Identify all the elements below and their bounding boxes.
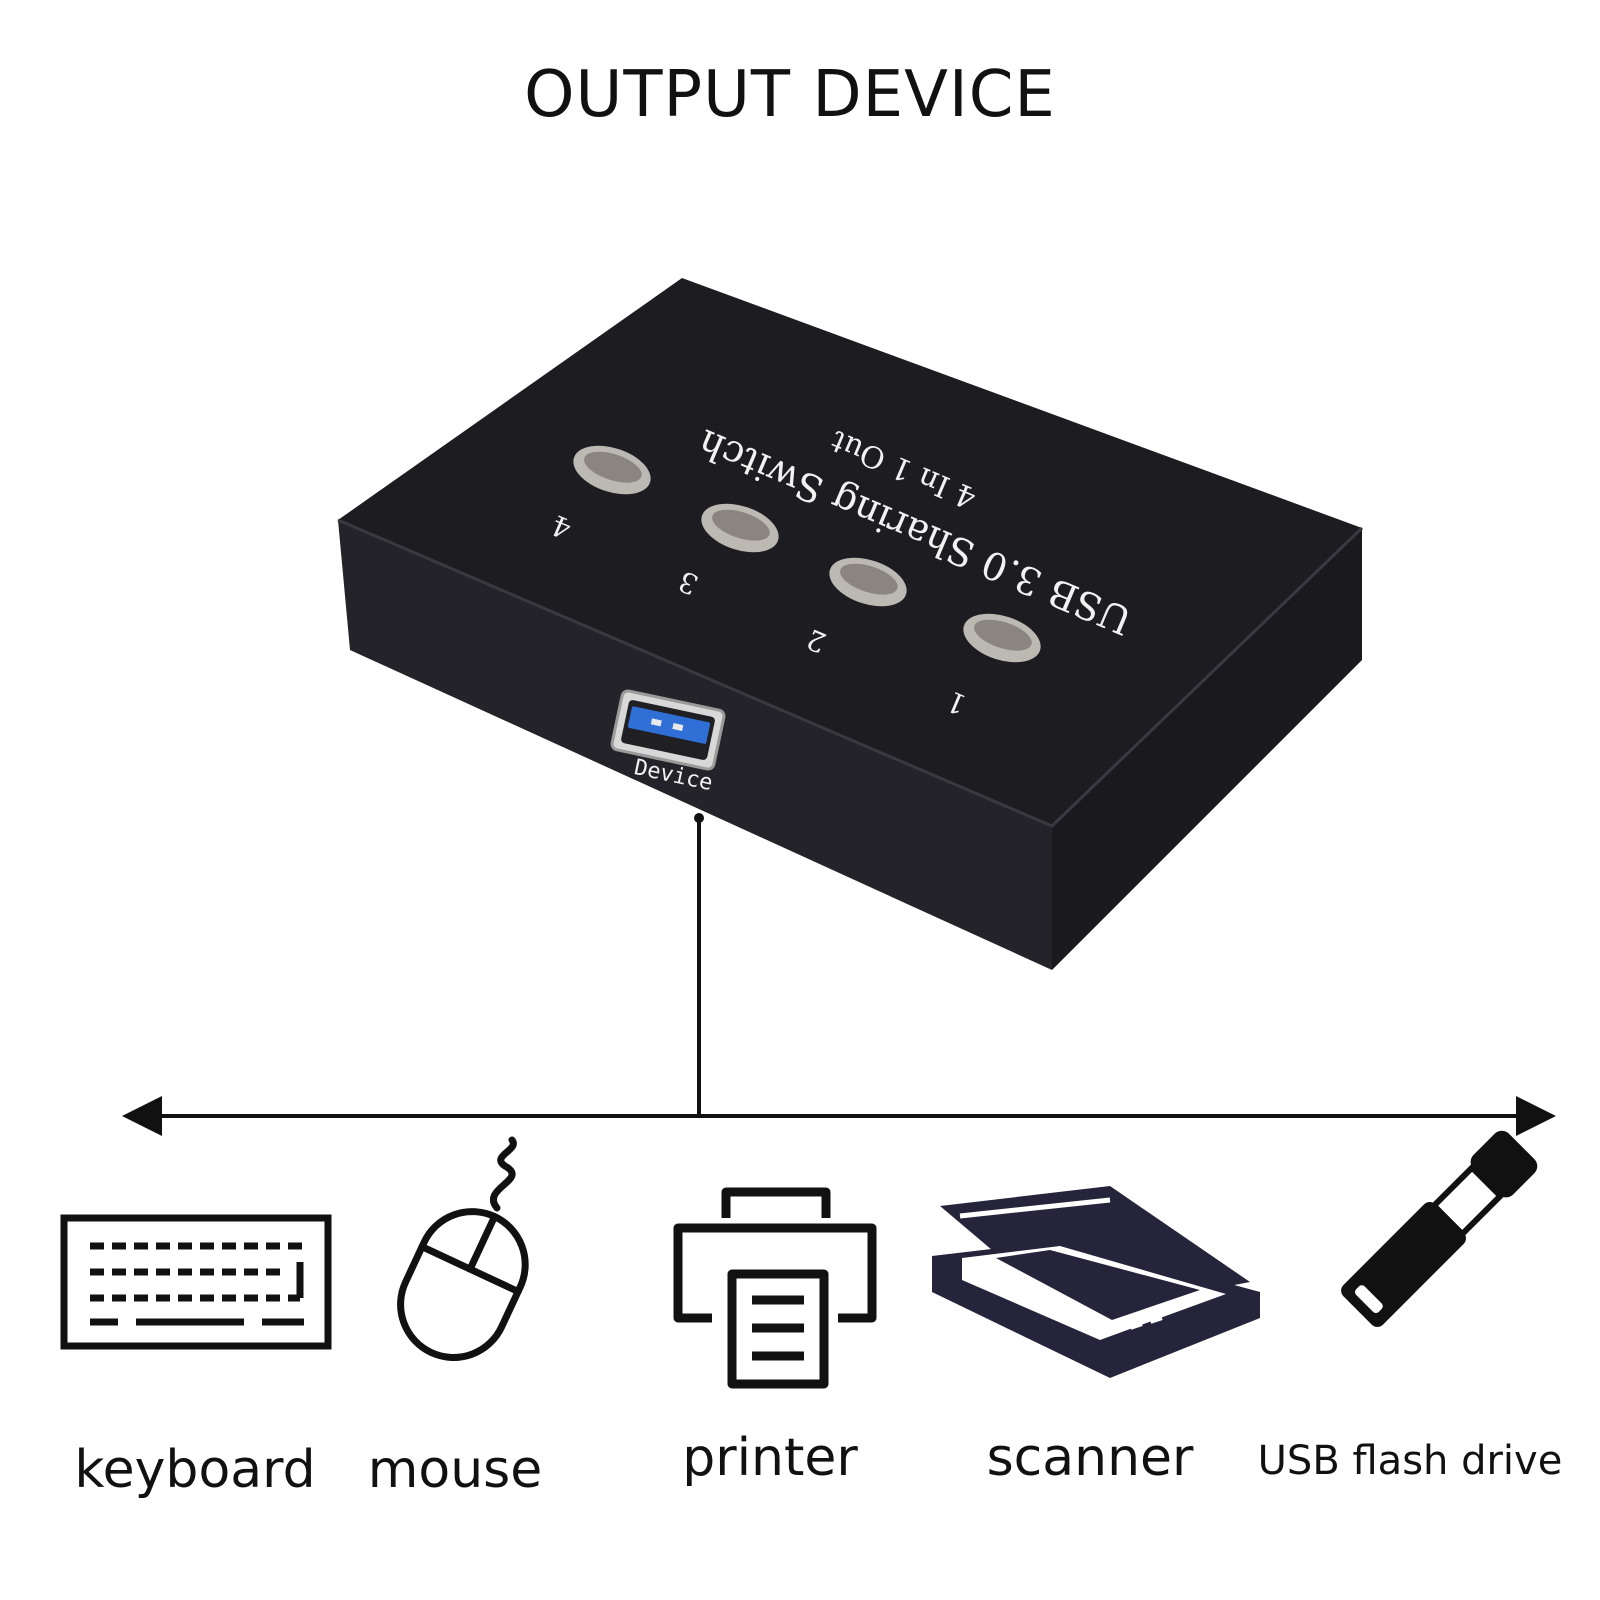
usb-device-port bbox=[610, 689, 726, 771]
usb-flash-drive-icon bbox=[1341, 1130, 1538, 1327]
switch-button-2[interactable]: 2 bbox=[802, 549, 913, 660]
keyboard-icon bbox=[60, 1214, 332, 1350]
device-label-scanner: scanner bbox=[986, 1428, 1194, 1488]
device-label-keyboard: keyboard bbox=[74, 1440, 316, 1500]
connection-lines bbox=[122, 813, 1556, 1136]
device-label-mouse: mouse bbox=[367, 1440, 543, 1500]
scanner-icon bbox=[932, 1186, 1260, 1378]
page-title: OUTPUT DEVICE bbox=[524, 58, 1056, 132]
device-label-printer: printer bbox=[682, 1428, 858, 1488]
switch-side-face bbox=[1052, 528, 1362, 970]
arrow-left-icon bbox=[122, 1096, 162, 1136]
printer-icon bbox=[673, 1187, 877, 1389]
switch-button-3[interactable]: 3 bbox=[674, 495, 785, 602]
device-label-usb-flash-drive: USB flash drive bbox=[1257, 1438, 1563, 1484]
mouse-icon bbox=[397, 1136, 529, 1361]
switch-top-face bbox=[338, 278, 1362, 826]
arrow-right-icon bbox=[1516, 1096, 1556, 1136]
